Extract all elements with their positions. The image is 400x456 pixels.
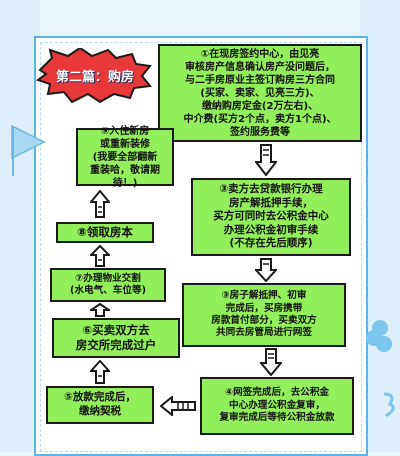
- decor-squiggle-icon: [383, 392, 395, 418]
- arrow-down-icon: [255, 144, 277, 176]
- step-1-box: ①在现房签约中心，由见亮 审核房产信息确认房产没问题后， 与二手房原业主签订购房…: [158, 44, 362, 142]
- step-5-box: ⑤放款完成后， 缴纳契税: [46, 386, 154, 424]
- arrow-left-icon: [160, 396, 196, 416]
- arrow-down-icon: [255, 258, 277, 282]
- arrow-down-icon: [260, 348, 282, 376]
- arrow-up-icon: [90, 245, 110, 267]
- step-8-box: ⑧领取房本: [56, 222, 154, 243]
- arrow-up-icon: [90, 190, 110, 218]
- section-title: 第二篇：购房: [55, 70, 134, 85]
- cloud-icon: [366, 320, 392, 352]
- arrow-up-icon: [90, 360, 110, 384]
- step-9-box: ⑨入住新房 或重新装修 (我要全部翻新 重装哈，敬请期待！): [76, 126, 174, 189]
- step-4-box: ④网签完成后，去公积金 中心办理公积金复审， 复审完成后等待公积金放款: [200, 377, 354, 435]
- step-3-box: ③房子解抵押、初审 完成后，买房携带 房款首付部分，买卖双方 共同去房管局进行网…: [182, 283, 346, 347]
- background-panel-left: [0, 0, 40, 452]
- step-2-box: ③卖方去贷款银行办理 房产解抵押手续， 买方可同时去公积金中心 办理公积金初审手…: [191, 178, 351, 256]
- arrow-up-icon: [90, 303, 110, 317]
- starburst-badge-icon: [36, 48, 152, 104]
- flag-icon: [11, 124, 46, 176]
- step-6-box: ⑥买卖双方去 房交所完成过户: [52, 318, 180, 358]
- step-7-box: ⑦办理物业交割 (水电气、车位等): [50, 268, 166, 302]
